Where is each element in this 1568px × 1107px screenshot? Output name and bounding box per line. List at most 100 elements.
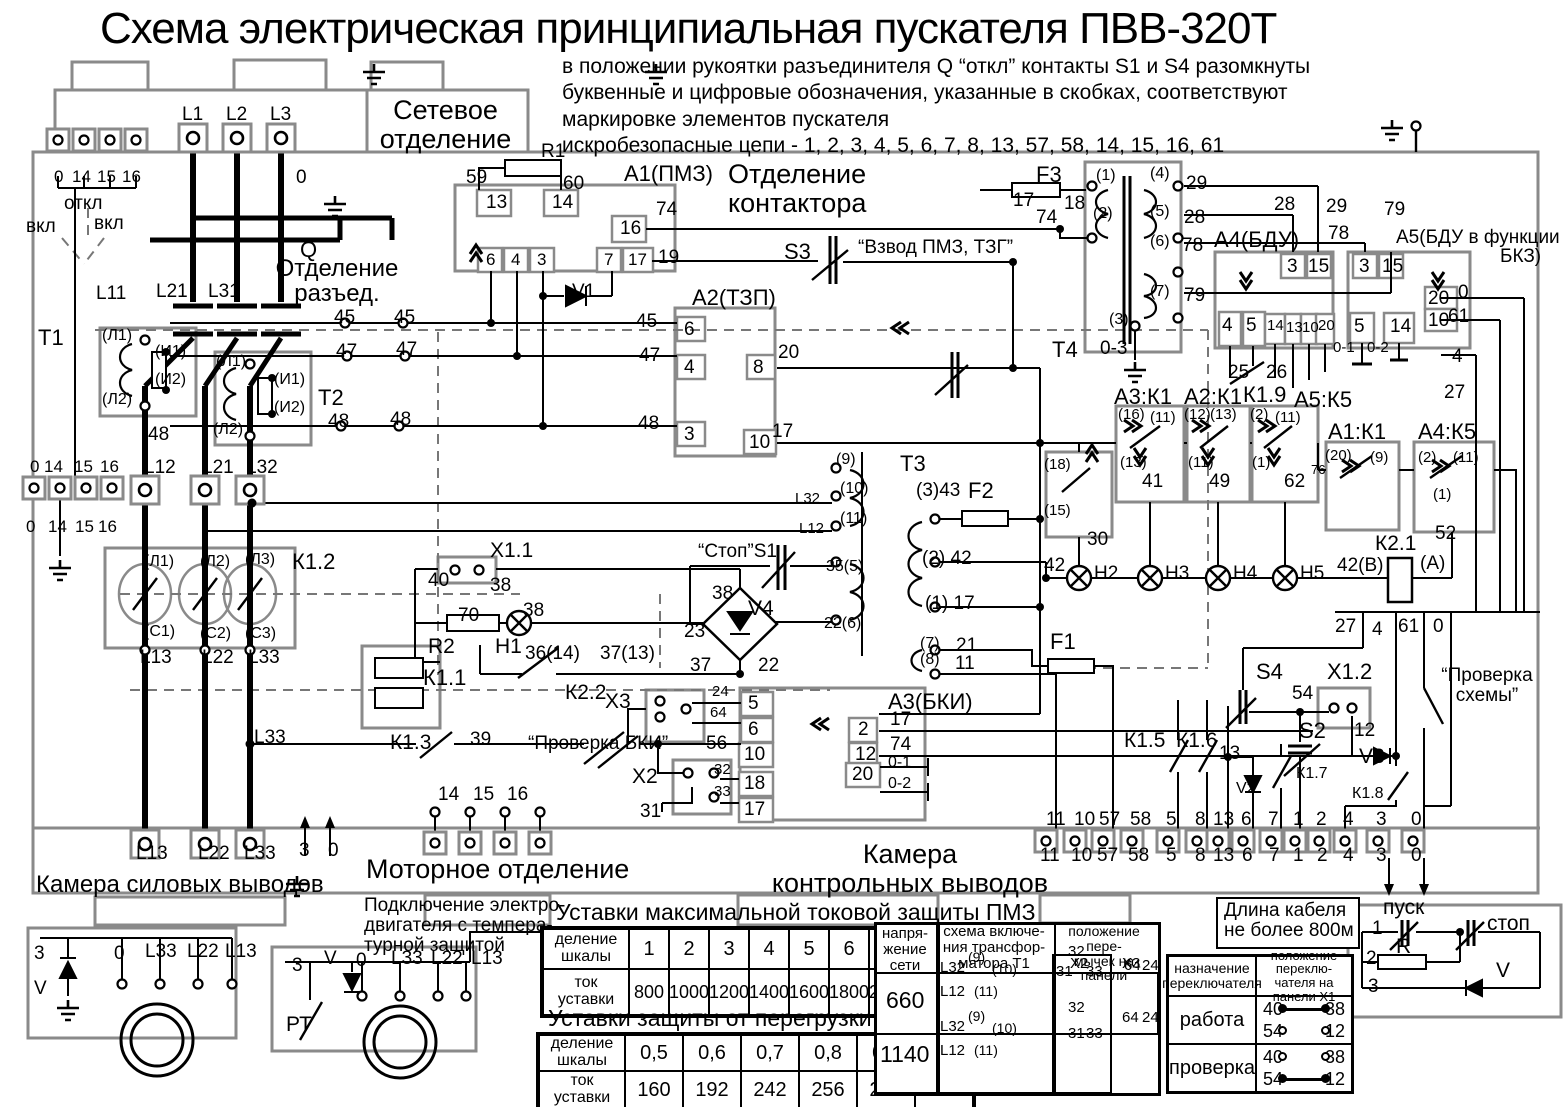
pin-label: (А) [1420, 553, 1446, 574]
component-label: S4 [1256, 659, 1283, 684]
row-header: ток уставки [543, 969, 629, 1015]
terminal-label: 5 [1166, 845, 1177, 866]
pin-label: (11) [1453, 449, 1479, 466]
pin-label: (13) [1210, 406, 1237, 423]
component-label: X2 [632, 765, 658, 788]
wire-label: 0-1 [888, 754, 912, 771]
component-label: V3 [1359, 745, 1385, 768]
terminal-label: 58 [1130, 809, 1152, 830]
terminal-label: 16 [122, 167, 141, 186]
component-label: БКЗ) [1500, 246, 1542, 267]
terminal-label: 14 [72, 167, 91, 186]
pin-label: (С2) [200, 625, 232, 642]
column-header: назначение переключателя [1162, 956, 1262, 996]
terminal-label: 16 [507, 784, 529, 805]
cell: 2 [669, 929, 709, 969]
section-title: Моторное отделение [366, 854, 630, 884]
terminal-label: 15 [74, 457, 93, 476]
pin-label: 3 [684, 424, 695, 445]
cell: 192 [683, 1071, 741, 1107]
pin-label: (5) [1150, 203, 1170, 220]
wire-label: 47 [396, 339, 418, 360]
component-label: К1.8 [1352, 785, 1384, 802]
wire-label: L32 [246, 457, 278, 478]
cell: 32 [1068, 999, 1085, 1016]
wire-label: 42 [1044, 555, 1066, 576]
pin-label: 12 [1325, 1020, 1346, 1041]
terminal-label: 0 [26, 517, 36, 536]
caption: “Стоп”S1 [698, 541, 777, 562]
wire-label: 79 [1384, 199, 1406, 220]
wire-label: L33 [391, 948, 423, 969]
wire-label: 45 [636, 311, 658, 332]
lamp-label: Н5 [1300, 563, 1325, 584]
wire-label: 0 [356, 950, 367, 971]
terminal-label: 6 [1241, 809, 1252, 830]
cell: 1140 [880, 1041, 930, 1067]
wire-label: 30 [1087, 529, 1109, 550]
cell: 0,5 [625, 1035, 683, 1071]
pin-label: 3 [537, 250, 547, 269]
cell: проверка [1168, 1044, 1256, 1092]
pin-label: 54 [1262, 1020, 1283, 1041]
pin-label: (1) [1096, 167, 1116, 184]
component-label: F1 [1050, 629, 1076, 654]
pin-label: 10 [1428, 310, 1450, 331]
lamp-label: Н2 [1094, 563, 1119, 584]
component-label: X3 [605, 690, 631, 713]
component-label: R [1396, 935, 1412, 958]
phase-label: L1 [182, 104, 204, 125]
pin-label: (18) [1044, 456, 1071, 473]
component-label: V [324, 948, 337, 969]
wire-label: 17 [772, 421, 794, 442]
terminal-label: 8 [1195, 845, 1206, 866]
wire-label: L21 [202, 457, 234, 478]
pin-label: (1) [1252, 454, 1271, 471]
pin-label: (16) [1118, 406, 1145, 423]
pin-label: 14 [1267, 317, 1284, 334]
wire-label: 27 [1335, 616, 1357, 637]
section-title: Камера силовых выводов [36, 871, 324, 898]
wire-label: 28 [1184, 207, 1206, 228]
table-title: Уставки защиты от перегрузки ТЗП [548, 1005, 923, 1031]
wire-label: 3 [1368, 976, 1379, 997]
terminal-label: 2 [1316, 809, 1327, 830]
wire-label: L31 [208, 281, 240, 302]
wire-label: 0-3 [1100, 338, 1128, 359]
wire-label: 13 [1219, 743, 1241, 764]
pin-label: (И2) [155, 371, 187, 388]
pin-label: 6 [748, 719, 759, 740]
wire-label: 28 [1274, 194, 1296, 215]
pin-label: (С1) [144, 623, 176, 640]
pin-label: 15 [1382, 256, 1404, 277]
pin-label: (И1) [155, 343, 187, 360]
cell: 31 [1056, 963, 1073, 980]
wire-label: L33 [248, 647, 280, 668]
pin-label: 54 [1262, 1068, 1283, 1089]
wire-label: 47 [639, 345, 661, 366]
pin-label: (2) [1093, 205, 1113, 222]
wire-label: 52 [1435, 523, 1457, 544]
pin-label: (9) [1370, 449, 1389, 466]
component-label: Q [300, 237, 318, 262]
cell: 0,7 [741, 1035, 799, 1071]
wire-label: 22 [758, 655, 780, 676]
jumper-open [1278, 1051, 1330, 1061]
wire-label: 74 [890, 734, 912, 755]
wire-label: 61 [1398, 616, 1420, 637]
pin-label: 12 [1325, 1068, 1346, 1089]
pin-label: (С3) [245, 625, 277, 642]
wire-label: L12 [799, 520, 825, 537]
terminal-label: 3 [1376, 809, 1387, 830]
wire-label: 74 [1036, 207, 1058, 228]
pin-label: 15 [1308, 256, 1330, 277]
cell: L32 [940, 1018, 966, 1035]
wire-label: 47 [336, 341, 358, 362]
wire-label: 2 [1366, 948, 1377, 969]
terminal-label: 1 [1293, 845, 1304, 866]
section-title: Камера контрольных выводов [771, 839, 1049, 898]
pin-label: (И2) [274, 399, 306, 416]
terminal-label: 0 [328, 840, 339, 861]
